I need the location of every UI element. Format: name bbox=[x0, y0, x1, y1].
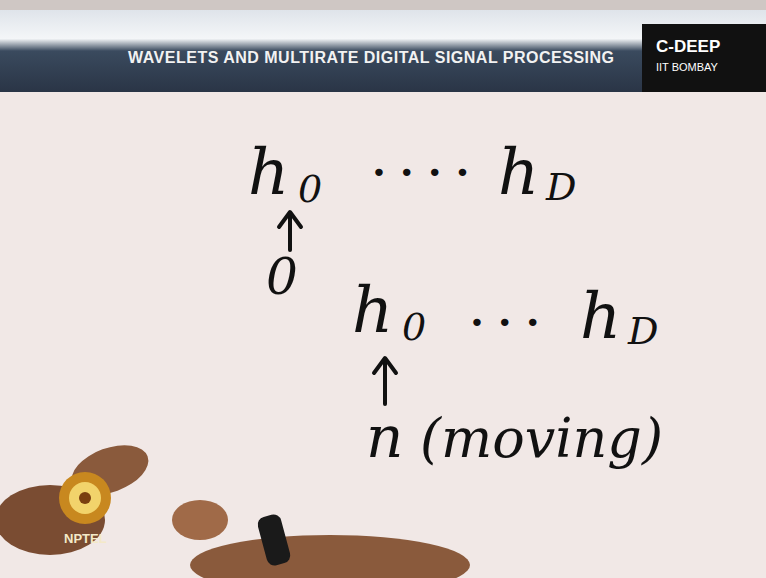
subscript: D bbox=[628, 312, 658, 350]
nptel-logo bbox=[59, 472, 111, 524]
symbol: h bbox=[248, 140, 289, 204]
banner-logo-text: C-DEEP bbox=[656, 38, 720, 55]
index-label: n bbox=[366, 408, 403, 466]
symbol: h bbox=[580, 284, 621, 348]
subscript: 0 bbox=[298, 170, 322, 208]
annotation: (moving) bbox=[420, 412, 663, 466]
banner-logo-subtext: IIT BOMBAY bbox=[656, 62, 718, 73]
arrow-head bbox=[279, 212, 301, 227]
logo-box bbox=[642, 24, 766, 92]
ellipsis: · · · · bbox=[372, 152, 469, 192]
subscript: D bbox=[546, 168, 576, 206]
arrow-shaft bbox=[288, 214, 292, 250]
arrow-head bbox=[374, 358, 396, 373]
symbol: h bbox=[498, 140, 539, 204]
symbol: h bbox=[352, 278, 393, 342]
nptel-label: NPTEL bbox=[64, 532, 107, 545]
top-edge bbox=[0, 0, 766, 10]
banner bbox=[0, 10, 766, 92]
index-label: 0 bbox=[266, 252, 298, 302]
subscript: 0 bbox=[402, 308, 426, 346]
arrow-shaft bbox=[383, 360, 387, 404]
ellipsis: · · · bbox=[470, 302, 540, 342]
banner-title: WAVELETS AND MULTIRATE DIGITAL SIGNAL PR… bbox=[128, 50, 615, 66]
